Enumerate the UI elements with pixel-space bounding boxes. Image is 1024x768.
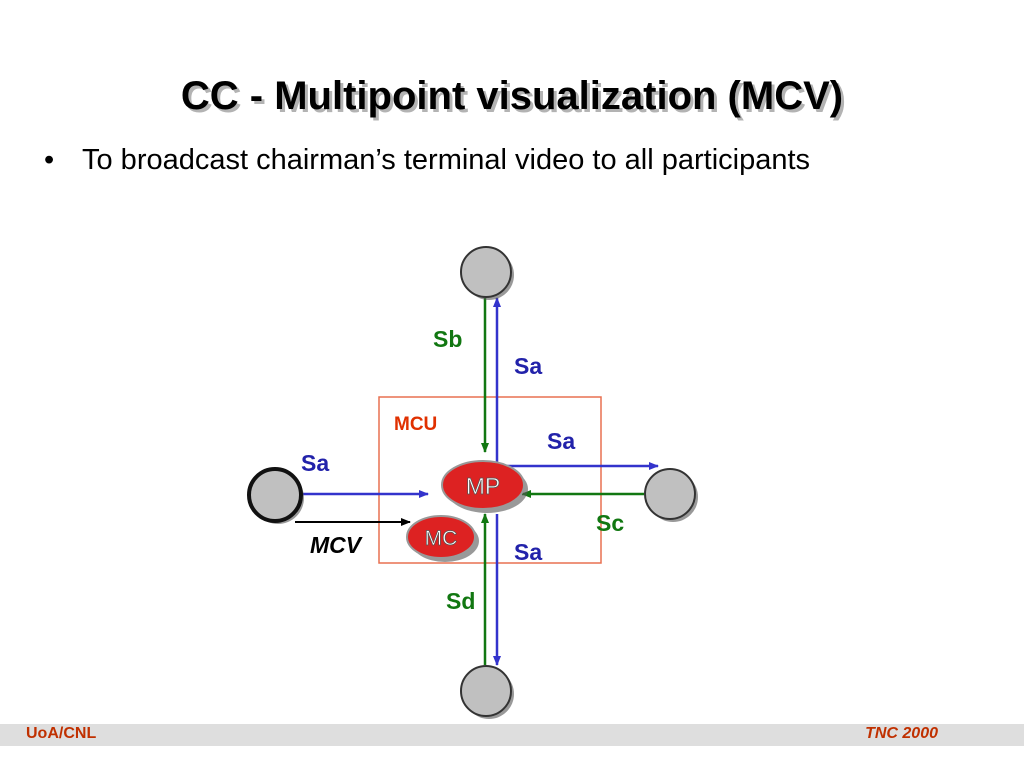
mcu-box xyxy=(378,396,602,564)
label-sa-right: Sa xyxy=(547,428,575,454)
terminal-right xyxy=(644,468,698,522)
footer-left: UoA/CNL xyxy=(26,725,97,742)
bullet-text: To broadcast chairman’s terminal video t… xyxy=(82,144,811,176)
mcu-label: MCU xyxy=(394,414,437,435)
mp-node: MP xyxy=(441,460,528,513)
label-sa-left: Sa xyxy=(301,450,329,476)
bullet-dot: • xyxy=(44,144,55,176)
footer-right: TNC 2000 xyxy=(865,725,938,742)
label-sd: Sd xyxy=(446,588,475,614)
label-sb: Sb xyxy=(433,326,462,352)
mc-label: MC xyxy=(425,527,458,550)
slide-title: CC - Multipoint visualization (MCV) xyxy=(180,74,844,118)
terminal-chairman xyxy=(247,467,304,524)
mp-label: MP xyxy=(466,473,501,499)
label-sc: Sc xyxy=(596,510,624,536)
terminal-bottom xyxy=(460,665,514,719)
mc-node: MC xyxy=(406,515,479,562)
label-sa-top: Sa xyxy=(514,353,542,379)
mcv-diagram: MCU MP MC Sb Sa Sa Sa Sc Sa Sd M xyxy=(247,246,698,719)
bullet-item: • To broadcast chairman’s terminal video … xyxy=(44,144,810,177)
label-sa-bottom: Sa xyxy=(514,539,542,565)
label-mcv: MCV xyxy=(310,532,363,558)
footer-bar xyxy=(0,724,1024,746)
terminal-top xyxy=(460,246,514,300)
